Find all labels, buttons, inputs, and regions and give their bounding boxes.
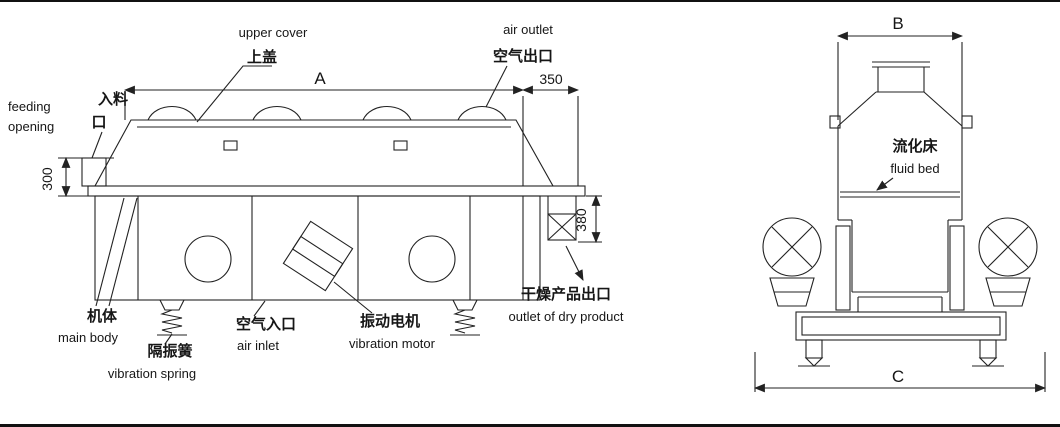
label-air-inlet-en: air inlet xyxy=(237,338,279,353)
label-feeding-en-1: feeding xyxy=(8,99,51,114)
spring-coil xyxy=(160,309,183,334)
label-main-body-en: main body xyxy=(58,330,118,345)
leg-left xyxy=(805,339,823,359)
leg-right xyxy=(979,339,997,359)
lifting-lug-left xyxy=(829,115,841,129)
air-outlet-dome-2 xyxy=(252,106,302,121)
label-vibration-motor-zh: 振动电机 xyxy=(360,312,420,330)
dim-c-text: C xyxy=(892,367,904,386)
leader-vibration-motor xyxy=(333,281,373,314)
dim-b-text: B xyxy=(892,14,903,33)
vibration-motor-shape xyxy=(282,220,354,292)
leader-feed-opening xyxy=(91,131,103,159)
air-outlet-dome-4 xyxy=(457,106,507,121)
label-feeding-en-2: opening xyxy=(8,119,54,134)
label-air-outlet-en: air outlet xyxy=(503,22,553,37)
outlet-arrow xyxy=(565,245,584,281)
motor-body xyxy=(282,220,354,292)
labels: upper cover 上盖 air outlet 空气出口 feeding o… xyxy=(8,14,940,386)
motor-console xyxy=(769,277,815,307)
label-upper-cover-zh: 上盖 xyxy=(247,48,277,66)
label-feeding-zh-2: 口 xyxy=(91,114,106,131)
label-dry-outlet-zh: 干燥产品出口 xyxy=(521,285,611,303)
motor-hatch-2 xyxy=(771,226,813,268)
label-upper-cover-en: upper cover xyxy=(239,25,308,40)
label-feeding-zh-1: 入料 xyxy=(98,90,128,108)
label-dry-outlet-en: outlet of dry product xyxy=(509,309,624,324)
label-vibration-spring-zh: 隔振簧 xyxy=(147,342,192,360)
base-frame-inner xyxy=(801,316,1001,336)
spring-coil xyxy=(453,309,476,334)
leader-fluid-bed xyxy=(876,177,894,191)
bottom-border xyxy=(0,424,1060,427)
leader-main-body-1 xyxy=(95,197,125,307)
side-motor-right xyxy=(978,217,1038,307)
label-main-body-zh: 机体 xyxy=(87,307,118,325)
leader-air-inlet xyxy=(253,300,266,317)
dim-300-text: 300 xyxy=(39,167,55,191)
leader-vibration-spring xyxy=(164,333,173,345)
leader-main-body-2 xyxy=(108,197,138,307)
vibration-spring-right xyxy=(450,299,480,336)
motor-bracket-right xyxy=(949,225,965,311)
feed-port xyxy=(81,157,107,187)
motor-bracket-left xyxy=(835,225,851,311)
upper-cover-outline xyxy=(94,119,554,187)
roof-slope-right xyxy=(923,91,963,127)
dim-380-text: 380 xyxy=(573,208,589,232)
outlet-box-diag-2 xyxy=(547,213,577,241)
sight-glass-right xyxy=(408,235,456,283)
label-air-inlet-zh: 空气入口 xyxy=(236,315,296,333)
outlet-box xyxy=(547,213,577,241)
cover-handle-right xyxy=(393,140,408,151)
leader-air-outlet xyxy=(485,65,508,108)
motor-console xyxy=(985,277,1031,307)
label-fluid-bed-en: fluid bed xyxy=(890,161,939,176)
spring-mount xyxy=(159,299,185,311)
motor-band xyxy=(291,235,344,278)
label-vibration-spring-en: vibration spring xyxy=(108,366,196,381)
side-view xyxy=(58,65,602,345)
motor-hatch-2 xyxy=(987,226,1029,268)
label-air-outlet-zh: 空气出口 xyxy=(493,47,553,65)
vibration-spring-left xyxy=(157,299,187,336)
dim-a-text: A xyxy=(314,69,326,88)
air-outlet-dome-3 xyxy=(362,106,412,121)
sight-glass-left xyxy=(184,235,232,283)
air-outlet-dome-1 xyxy=(147,106,197,121)
dim-350-text: 350 xyxy=(539,71,563,87)
top-border xyxy=(0,0,1060,2)
spring-mount xyxy=(452,299,478,311)
lifting-lug-right xyxy=(961,115,973,129)
flange-band xyxy=(87,185,586,197)
foot-screw-left xyxy=(804,357,824,367)
label-fluid-bed-zh: 流化床 xyxy=(892,137,938,155)
base-frame-outer xyxy=(795,311,1007,341)
side-motor-left xyxy=(762,217,822,307)
cover-handle-left xyxy=(223,140,238,151)
end-view xyxy=(753,31,1047,393)
roof-slope-left xyxy=(837,91,877,127)
main-body-outline xyxy=(94,195,541,301)
leader-upper-cover xyxy=(196,65,272,123)
motor-circle xyxy=(978,217,1038,277)
label-vibration-motor-en: vibration motor xyxy=(349,336,436,351)
foot-screw-right xyxy=(978,357,998,367)
motor-circle xyxy=(762,217,822,277)
